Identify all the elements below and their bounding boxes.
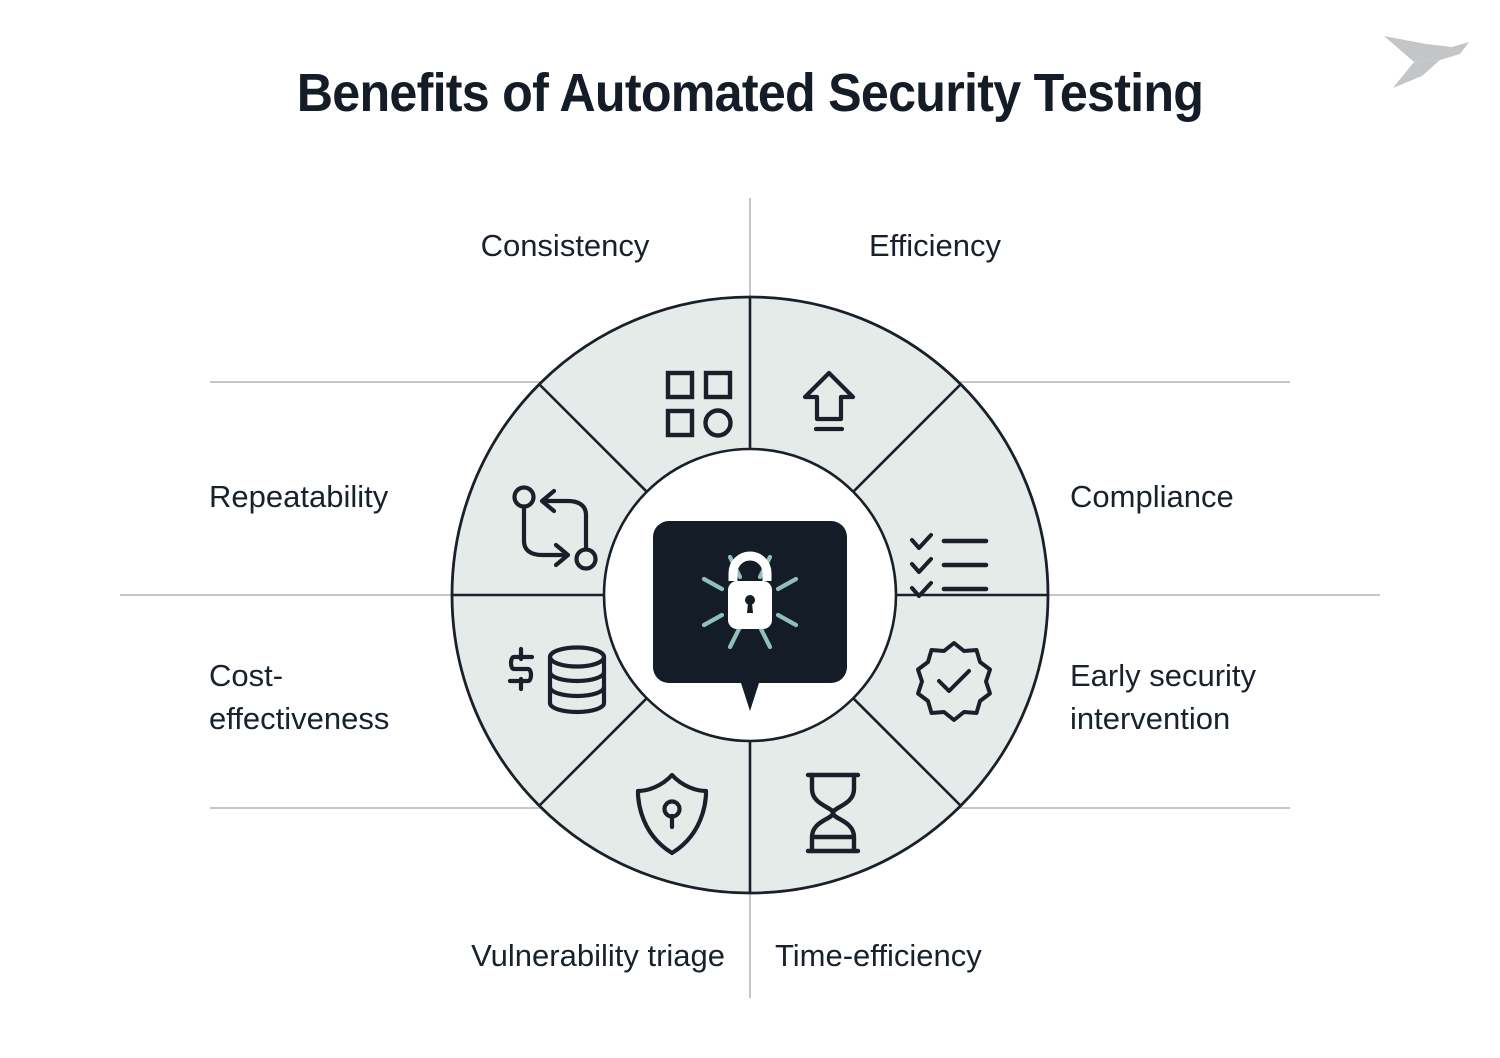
wheel-label-time-efficiency: Time-efficiency xyxy=(775,938,982,973)
wheel-outer-circle xyxy=(450,295,1050,895)
wheel-label-repeatability: Repeatability xyxy=(209,479,389,514)
padlock-shine-pin-icon xyxy=(653,521,847,711)
hourglass-icon xyxy=(805,772,861,854)
repeat-cycle-arrows-icon xyxy=(512,485,598,571)
guide-line-middle-right xyxy=(740,594,1380,596)
guide-line-bottom-right xyxy=(740,807,1290,809)
wheel-label-compliance: Compliance xyxy=(1070,479,1234,514)
page-title: Benefits of Automated Security Testing xyxy=(296,63,1204,123)
guide-line-bottom-left xyxy=(210,807,770,809)
benefits-wheel-diagram xyxy=(440,285,1060,905)
guide-line-middle-left xyxy=(120,594,780,596)
wheel-label-efficiency: Efficiency xyxy=(868,228,1002,263)
dollar-coin-stack-icon xyxy=(507,645,607,715)
wheel-label-cost-effectiveness: Cost- effectiveness xyxy=(209,658,390,736)
arrow-up-line-icon xyxy=(802,370,856,432)
wheel-label-early-security-intervention: Early security intervention xyxy=(1070,658,1257,736)
grid-squares-circle-icon xyxy=(665,370,733,438)
checklist-icon xyxy=(910,533,989,598)
verified-badge-check-icon xyxy=(916,641,992,722)
origami-bird-logo xyxy=(1370,18,1480,98)
shield-keyhole-icon xyxy=(635,772,709,856)
wheel-label-consistency: Consistency xyxy=(480,228,650,263)
wheel-label-vulnerability-triage: Vulnerability triage xyxy=(471,938,725,973)
guide-line-top-left xyxy=(210,381,770,383)
guide-line-top-right xyxy=(740,381,1290,383)
padlock-icon xyxy=(728,551,772,629)
